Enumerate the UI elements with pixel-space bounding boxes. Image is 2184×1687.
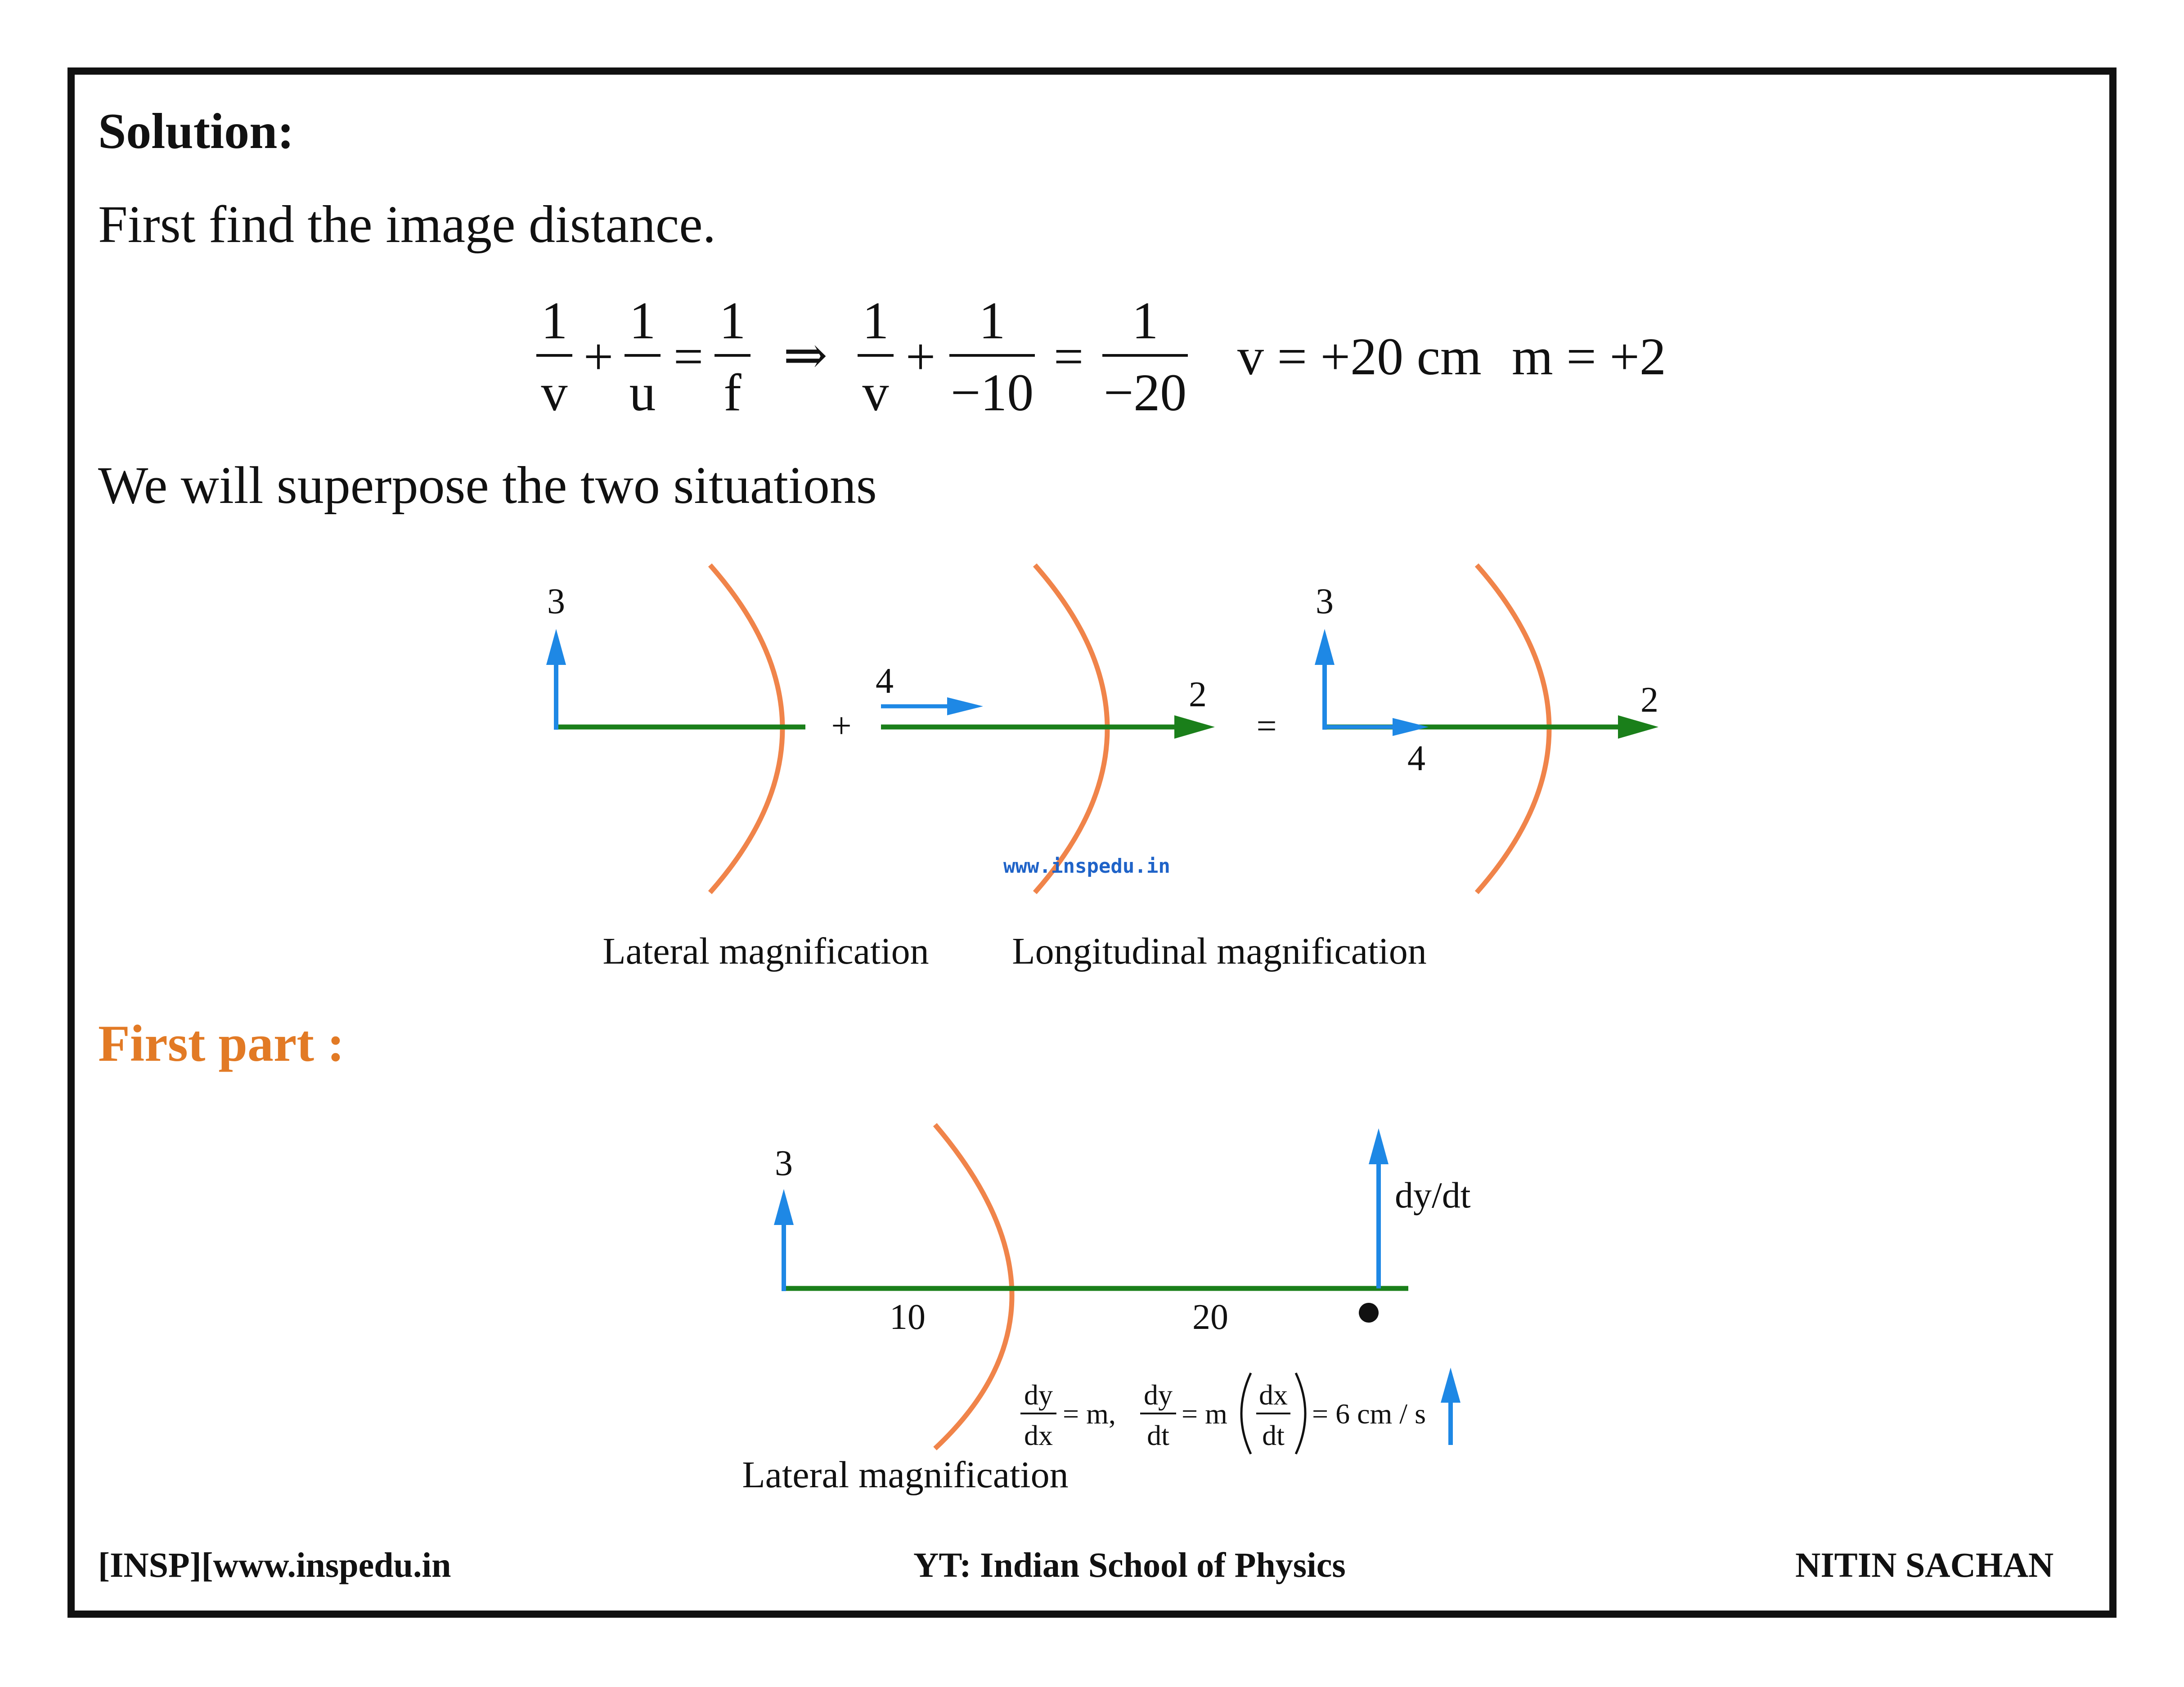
eq-term5-denominator: −10 <box>951 363 1034 422</box>
formula-f1-rest: = m, <box>1063 1398 1116 1430</box>
eq-plus-2: + <box>906 327 936 386</box>
eq-term3-denominator: f <box>724 363 741 422</box>
formula-f3-rest: = 6 cm / s <box>1312 1398 1426 1430</box>
label-20: 20 <box>1192 1297 1228 1337</box>
label-2-right: 2 <box>1640 680 1658 720</box>
eq-term3-numerator: 1 <box>719 291 746 350</box>
object-arrow-right-horizontal-head <box>1393 718 1429 736</box>
object-arrow-left-head <box>546 629 566 665</box>
formula-f3-denominator: dt <box>1262 1419 1285 1451</box>
eq-plus-1: + <box>584 327 614 386</box>
eq-result-v: v = +20 cm <box>1237 327 1482 386</box>
footer-left: [INSP][www.inspedu.in <box>98 1545 451 1584</box>
caption-longitudinal: Longitudinal magnification <box>1012 930 1426 972</box>
watermark: www.inspedu.in <box>1003 855 1170 878</box>
label-dydt: dy/dt <box>1395 1175 1471 1216</box>
object-arrow-head <box>774 1189 794 1225</box>
eq-term6-denominator: −20 <box>1104 363 1187 422</box>
first-part-heading: First part : <box>98 1015 345 1072</box>
caption-lateral-2: Lateral magnification <box>742 1454 1068 1496</box>
label-10: 10 <box>890 1297 926 1337</box>
eq-term2-denominator: u <box>629 363 656 422</box>
eq-term5-numerator: 1 <box>979 291 1006 350</box>
eq-equals-2: = <box>1054 327 1084 386</box>
eq-term2-numerator: 1 <box>629 291 656 350</box>
eq-term1-numerator: 1 <box>541 291 568 350</box>
eq-result-m: m = +2 <box>1512 327 1666 386</box>
superpose-line: We will superpose the two situations <box>98 456 877 515</box>
equals-sign: = <box>1256 706 1276 746</box>
focus-point <box>1359 1303 1379 1323</box>
eq-term4-numerator: 1 <box>863 291 889 350</box>
label-3: 3 <box>775 1144 793 1183</box>
label-3-left: 3 <box>547 582 565 621</box>
formula-f2-eq: = m <box>1182 1398 1227 1430</box>
velocity-formula: dy dx = m, dy dt = m dx dt = 6 cm / s <box>1020 1372 1426 1455</box>
label-4-top: 4 <box>876 661 894 701</box>
mirror <box>933 1123 1015 1451</box>
formula-f3-numerator: dx <box>1259 1379 1288 1411</box>
object-arrow-right-head <box>1315 629 1335 665</box>
velocity-direction-arrow-head <box>1441 1368 1460 1403</box>
label-3-right: 3 <box>1316 582 1334 621</box>
formula-f1-numerator: dy <box>1024 1379 1053 1411</box>
image-arrow-right-head <box>1618 715 1658 739</box>
eq-term6-numerator: 1 <box>1132 291 1159 350</box>
eq-term1-denominator: v <box>541 363 568 422</box>
footer-right: NITIN SACHAN <box>1795 1545 2054 1584</box>
solution-heading: Solution: <box>98 103 294 159</box>
footer-center: YT: Indian School of Physics <box>913 1545 1346 1584</box>
label-2-middle: 2 <box>1189 675 1207 714</box>
object-arrow-middle-head <box>947 697 983 715</box>
eq-implies: ⇒ <box>783 326 828 385</box>
image-arrow-middle-head <box>1174 715 1215 739</box>
formula-f2-numerator: dy <box>1144 1379 1173 1411</box>
image-velocity-arrow-head <box>1369 1128 1389 1164</box>
page-border <box>67 67 2117 1618</box>
formula-paren-right <box>1294 1372 1307 1455</box>
eq-term4-denominator: v <box>863 363 889 422</box>
caption-lateral: Lateral magnification <box>602 930 929 972</box>
formula-paren-left <box>1240 1372 1252 1455</box>
plus-sign: + <box>831 706 851 746</box>
formula-f2-denominator: dt <box>1147 1419 1169 1451</box>
eq-equals-1: = <box>674 327 704 386</box>
label-4-bottom: 4 <box>1407 739 1425 778</box>
formula-f1-denominator: dx <box>1024 1419 1053 1451</box>
intro-line: First find the image distance. <box>98 195 716 254</box>
